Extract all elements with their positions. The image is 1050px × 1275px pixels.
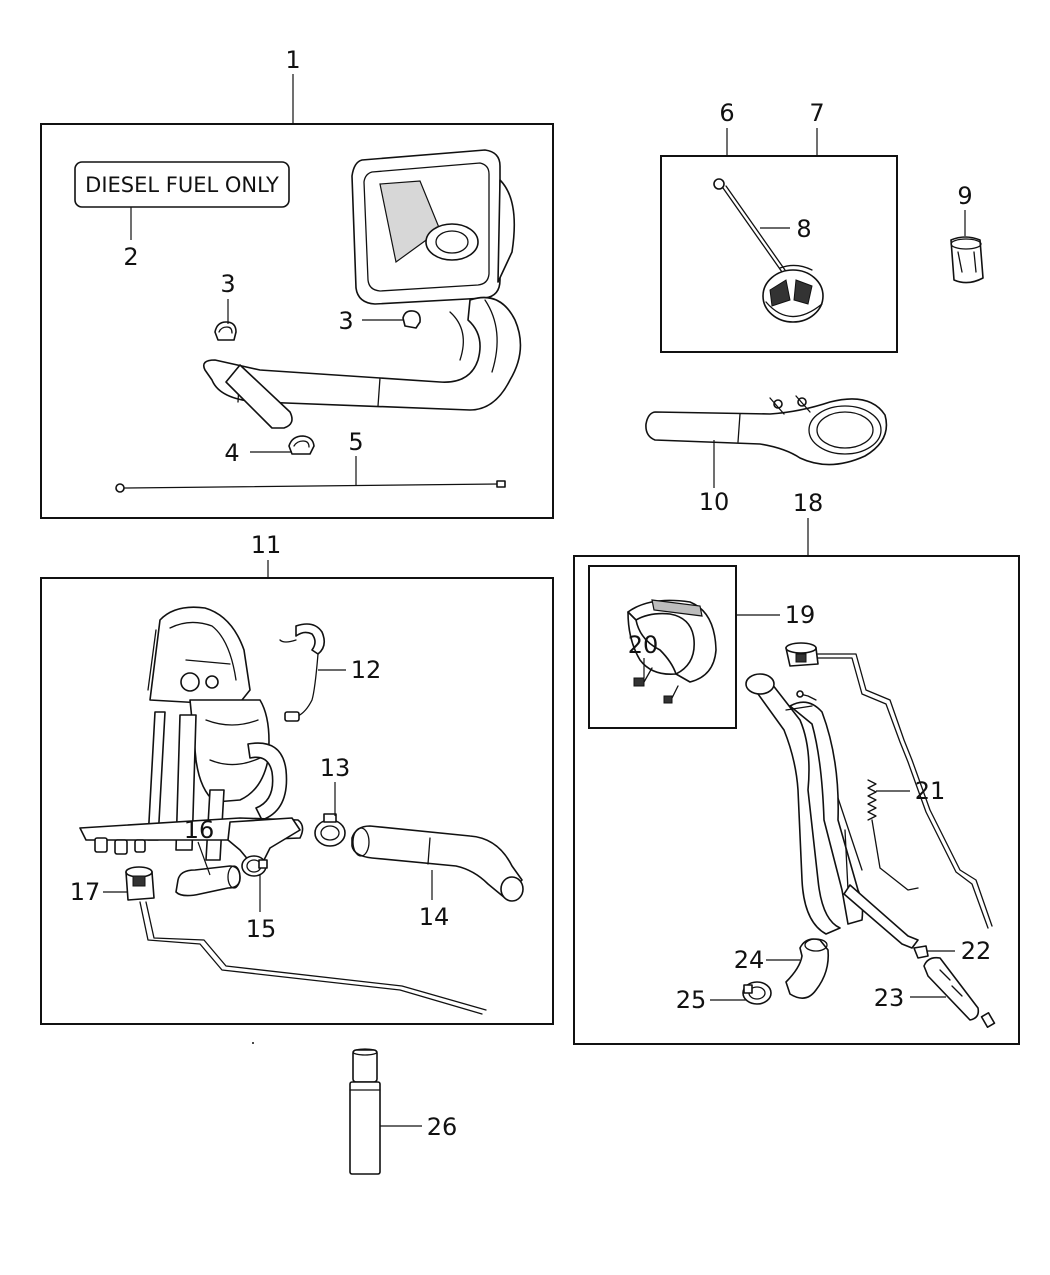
tube-23-drawing (923, 956, 996, 1028)
tool-26-drawing (349, 1048, 381, 1175)
valve-17-drawing (125, 866, 487, 1015)
callout-12: 12 (351, 656, 382, 684)
callout-6: 6 (719, 99, 734, 127)
clamp-3-left-drawing (214, 321, 237, 341)
callout-18: 18 (793, 489, 824, 517)
diesel-fuel-only-text: DIESEL FUEL ONLY (85, 173, 279, 197)
hose-16-drawing (175, 865, 241, 897)
callout-16: 16 (184, 816, 215, 844)
callout-17: 17 (70, 878, 101, 906)
filler-tube-18-drawing (745, 673, 919, 949)
vent-line-21-drawing (785, 642, 993, 929)
callout-3-left: 3 (220, 270, 235, 298)
hose-14-drawing (351, 825, 524, 902)
callout-1: 1 (285, 46, 300, 74)
callout-21: 21 (915, 777, 946, 805)
callout-19: 19 (785, 601, 816, 629)
clamp-3-right-drawing (402, 310, 421, 329)
diesel-fuel-only-label (74, 161, 290, 208)
clamp-13-drawing (314, 813, 346, 847)
callout-26: 26 (427, 1113, 458, 1141)
tank-module-drawing (79, 606, 304, 865)
wire-harness-12-drawing (279, 623, 326, 722)
callout-25: 25 (676, 986, 707, 1014)
callout-20: 20 (628, 631, 659, 659)
callout-5: 5 (348, 428, 363, 456)
callout-3-right: 3 (338, 307, 353, 335)
callout-11: 11 (251, 531, 282, 559)
callout-24: 24 (734, 946, 765, 974)
fuel-cap-drawing (713, 178, 824, 323)
callout-4: 4 (224, 439, 239, 467)
callout-14: 14 (419, 903, 450, 931)
ground-strap-5-drawing (115, 480, 506, 493)
leader-lines (103, 74, 966, 1127)
group-box-1 (40, 123, 554, 519)
callout-23: 23 (874, 984, 905, 1012)
hose-10-drawing (645, 395, 888, 466)
clamp-4-drawing (288, 435, 315, 455)
group-box-7 (660, 155, 898, 353)
callout-2: 2 (123, 243, 138, 271)
clamp-15-drawing (241, 855, 268, 877)
group-box-18 (573, 555, 1020, 1045)
callout-22: 22 (961, 937, 992, 965)
callout-8: 8 (796, 215, 811, 243)
callout-9: 9 (957, 182, 972, 210)
bolts-20-drawing (633, 667, 679, 704)
callout-10: 10 (699, 488, 730, 516)
stray-dot (252, 1042, 254, 1044)
clamp-25-drawing (742, 981, 772, 1005)
callout-13: 13 (320, 754, 351, 782)
filler-housing-drawing (202, 149, 522, 429)
callout-7: 7 (809, 99, 824, 127)
group-box-11 (40, 577, 554, 1025)
connector-22-drawing (913, 945, 929, 959)
callout-15: 15 (246, 915, 277, 943)
shield-19-drawing (627, 599, 717, 683)
group-box-19 (588, 565, 737, 729)
callout-numbers: 1 2 3 3 4 5 6 7 8 9 10 11 12 13 14 15 16… (70, 46, 992, 1141)
hose-24-drawing (785, 938, 830, 999)
ring-9-drawing (950, 236, 984, 284)
